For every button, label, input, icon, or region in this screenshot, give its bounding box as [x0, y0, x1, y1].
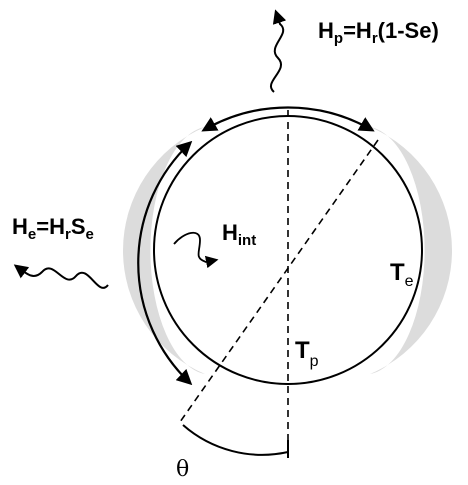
tilted-axis: [179, 139, 379, 423]
left-emission-arrow: [13, 264, 109, 289]
hp-equation: Hp=Hr(1-Se): [318, 18, 439, 47]
he-tail: S: [71, 214, 86, 239]
hint-label: Hint: [222, 220, 256, 249]
hp-tail: (1-Se): [378, 18, 439, 43]
tp-t: T: [295, 337, 310, 364]
right-shaded-region: [370, 127, 453, 374]
te-t: T: [390, 259, 405, 286]
te-label: Te: [390, 259, 414, 290]
he-equation: He=HrSe: [12, 214, 94, 243]
tp-sub: p: [310, 353, 319, 370]
hint-h: H: [222, 220, 238, 245]
theta-label: θ: [176, 457, 189, 482]
he-sub2: r: [65, 226, 71, 243]
tp-label: Tp: [295, 337, 319, 370]
hp-eq: =H: [343, 18, 372, 43]
hp-sub2: r: [372, 30, 378, 47]
top-double-arrow: [201, 106, 375, 132]
internal-heat-arrow: [173, 231, 219, 269]
left-shaded-region: [122, 127, 205, 374]
te-sub: e: [405, 273, 414, 290]
hp-h: H: [318, 18, 334, 43]
hint-sub: int: [238, 232, 256, 249]
he-eq: =H: [36, 214, 65, 239]
he-h: H: [12, 214, 28, 239]
hp-sub: p: [334, 30, 343, 47]
he-sub3: e: [86, 226, 94, 243]
he-sub: e: [28, 226, 36, 243]
left-double-arrow: [137, 140, 193, 386]
theta-arc: [182, 424, 289, 456]
top-emission-arrow: [270, 9, 287, 93]
